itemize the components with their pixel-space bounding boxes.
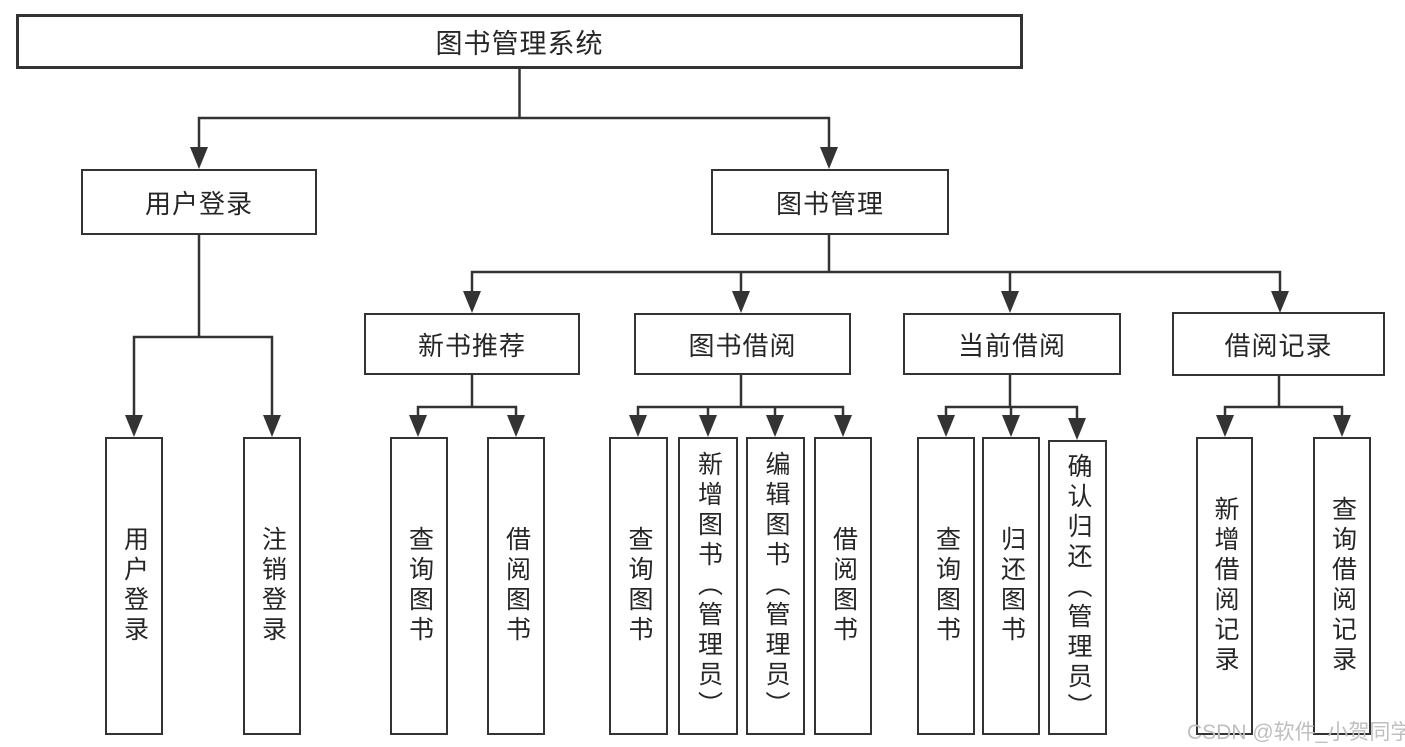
leaf-borrow-edit-books-admin: 编辑图书（管理员） <box>746 437 805 735</box>
watermark: CSDN @软件_小贺同学 <box>1187 721 1405 744</box>
node-book-borrow: 图书借阅 <box>634 313 851 375</box>
leaf-recommend-query-books: 查询图书 <box>390 437 448 735</box>
leaf-logout: 注销登录 <box>243 437 301 735</box>
leaf-user-login: 用户登录 <box>105 437 163 735</box>
arrowheads <box>125 147 1351 440</box>
node-new-book-recommend: 新书推荐 <box>364 313 580 375</box>
leaf-records-query-record: 查询借阅记录 <box>1313 437 1371 735</box>
leaf-current-return-books: 归还图书 <box>982 437 1040 735</box>
leaf-records-add-record: 新增借阅记录 <box>1196 437 1253 735</box>
leaf-borrow-add-books-admin: 新增图书（管理员） <box>678 437 738 735</box>
node-user-login: 用户登录 <box>81 169 317 235</box>
node-borrow-records: 借阅记录 <box>1172 312 1385 376</box>
leaf-recommend-borrow-books: 借阅图书 <box>487 437 545 735</box>
node-root-library-system: 图书管理系统 <box>16 14 1023 69</box>
node-book-management: 图书管理 <box>711 169 949 235</box>
leaf-borrow-borrow-books: 借阅图书 <box>814 437 872 735</box>
leaf-borrow-query-books: 查询图书 <box>609 437 668 735</box>
leaf-current-confirm-return-admin: 确认归还（管理员） <box>1048 440 1107 735</box>
node-current-borrow: 当前借阅 <box>903 313 1121 375</box>
leaf-current-query-books: 查询图书 <box>917 437 975 735</box>
